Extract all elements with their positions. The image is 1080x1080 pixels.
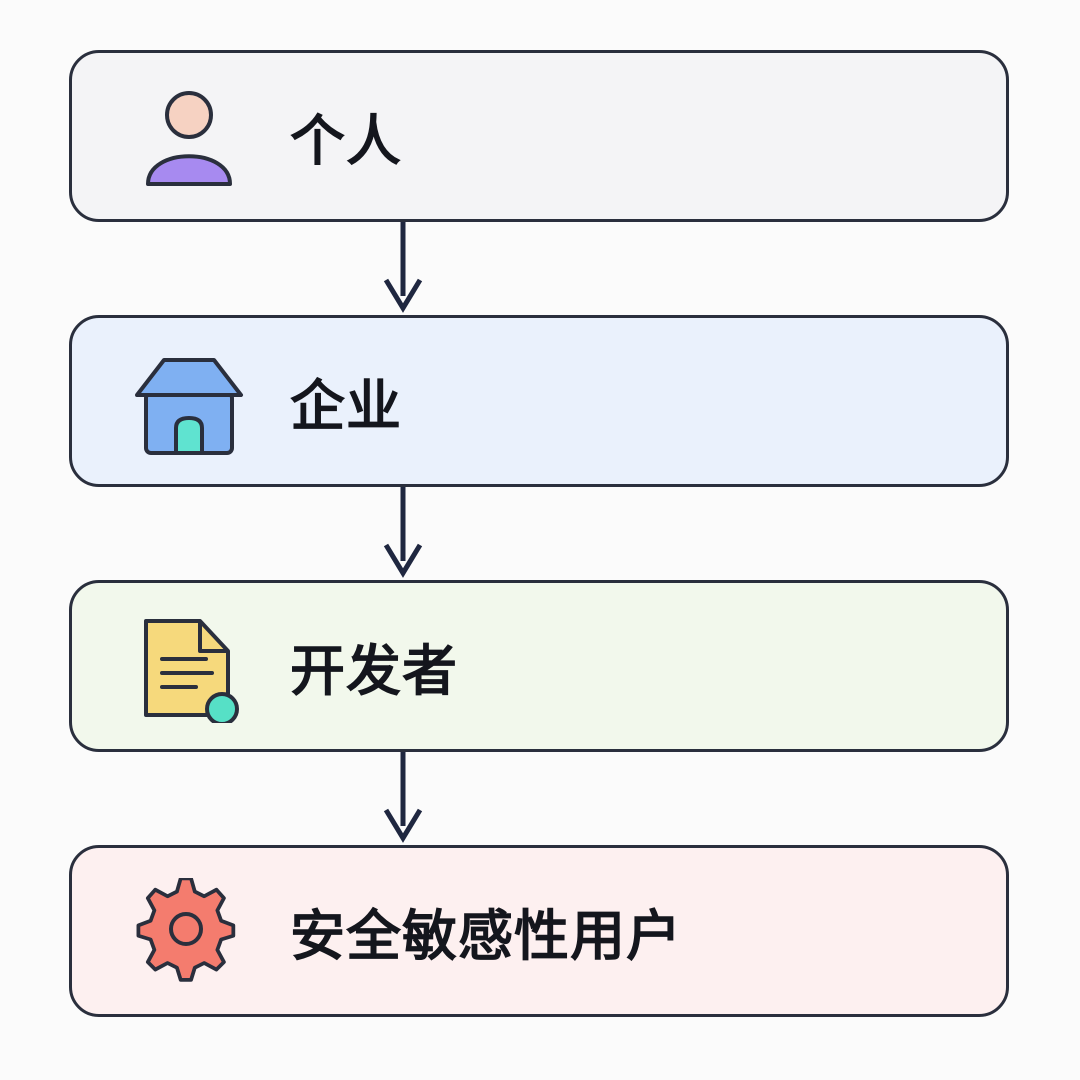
person-icon: [134, 83, 244, 193]
flow-arrow: [381, 752, 425, 844]
flow-arrow: [381, 487, 425, 579]
flow-step-developer: 开发者: [69, 580, 1009, 752]
flow-step-personal: 个人: [69, 50, 1009, 222]
flow-arrow: [381, 222, 425, 314]
step-label: 开发者: [290, 639, 459, 703]
flow-step-security-sensitive-user: 安全敏感性用户: [69, 845, 1009, 1017]
flow-step-enterprise: 企业: [69, 315, 1009, 487]
document-icon: [134, 613, 244, 723]
step-label: 个人: [290, 109, 403, 173]
gear-icon: [134, 878, 244, 988]
step-label: 安全敏感性用户: [290, 904, 683, 968]
house-icon: [134, 348, 244, 458]
step-label: 企业: [290, 374, 403, 438]
